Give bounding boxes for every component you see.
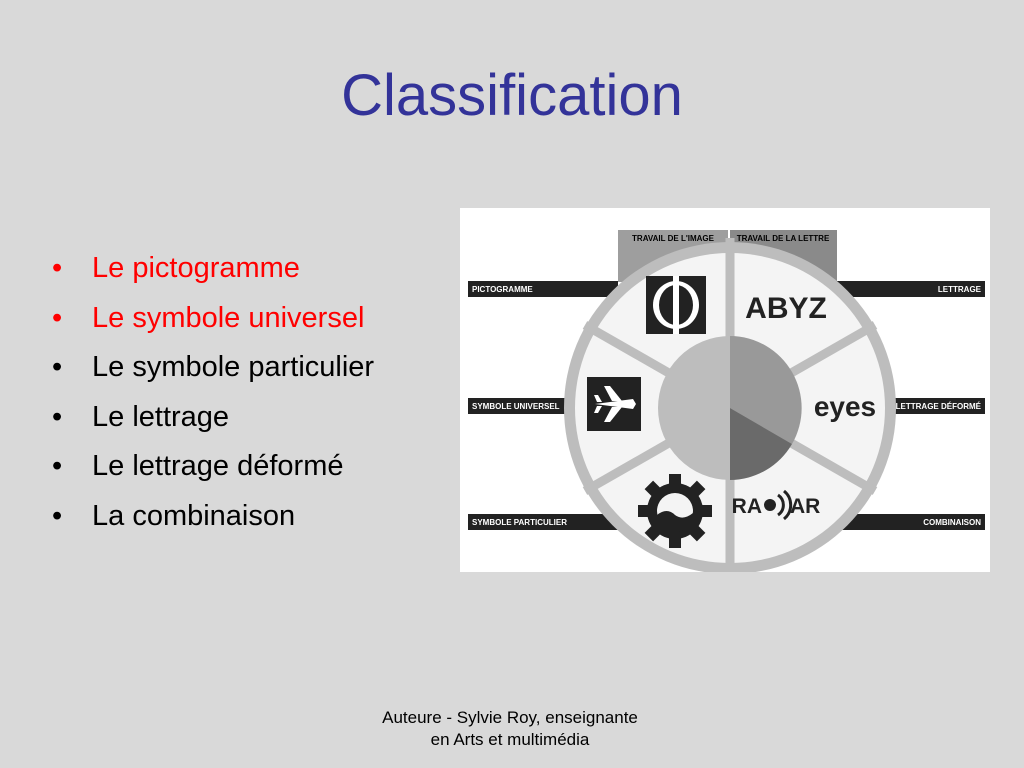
- bar-pictogramme: [468, 281, 618, 297]
- bullet-dot: •: [52, 499, 63, 532]
- footer-credit: Auteure - Sylvie Roy, enseignante en Art…: [340, 707, 680, 751]
- bar-symbole-universel: [468, 398, 580, 414]
- bullet-item: • Le pictogramme: [52, 244, 374, 294]
- label-pictogramme: PICTOGRAMME: [472, 285, 533, 294]
- bullet-dot: •: [52, 351, 63, 383]
- bullet-item: • Le symbole particulier: [52, 343, 374, 393]
- deformed-word: eyes: [814, 391, 876, 422]
- pictogram-icon: [646, 276, 706, 334]
- hub-right-bottom: [730, 408, 792, 480]
- bullet-item: • Le lettrage: [52, 393, 374, 443]
- bullet-text: Le symbole universel: [92, 301, 365, 334]
- label-lettrage: LETTRAGE: [938, 285, 982, 294]
- bullet-dot: •: [52, 252, 63, 284]
- header-left-text: TRAVAIL DE L'IMAGE: [632, 234, 715, 243]
- label-symbole-particulier: SYMBOLE PARTICULIER: [472, 518, 567, 527]
- hub-left: [658, 336, 730, 480]
- bullet-text: Le lettrage déformé: [92, 450, 344, 482]
- combo-left: RA: [732, 495, 762, 518]
- bullet-dot: •: [52, 400, 63, 433]
- slide-title: Classification: [341, 63, 683, 128]
- radar-icon: RA AR: [732, 489, 820, 521]
- bullet-text: Le symbole particulier: [92, 351, 375, 383]
- bullet-text: La combinaison: [92, 499, 296, 532]
- footer-line-2: en Arts et multimédia: [430, 730, 590, 749]
- bullet-text: Le pictogramme: [92, 252, 300, 284]
- bullet-item: • Le symbole universel: [52, 294, 374, 344]
- label-combinaison: COMBINAISON: [923, 518, 981, 527]
- bar-symbole-particulier: [468, 514, 628, 530]
- label-lettrage-deforme: LETTRAGE DÉFORMÉ: [896, 402, 982, 411]
- hub-right-top: [730, 336, 802, 444]
- bullet-item: • La combinaison: [52, 492, 374, 542]
- gear-icon: [638, 474, 712, 548]
- bar-lettrage: [835, 281, 985, 297]
- airplane-icon: [587, 377, 641, 431]
- classification-diagram: TRAVAIL DE L'IMAGE TRAVAIL DE LA LETTRE …: [460, 208, 990, 572]
- footer-line-1: Auteure - Sylvie Roy, enseignante: [382, 708, 638, 727]
- bar-lettrage-deforme: [870, 398, 985, 414]
- bullet-list: • Le pictogramme • Le symbole universel • Le …: [52, 244, 374, 541]
- combo-right: AR: [790, 495, 820, 518]
- bar-combinaison: [828, 514, 985, 530]
- bullet-dot: •: [52, 301, 63, 334]
- bullet-dot: •: [52, 450, 63, 482]
- bullet-item: • Le lettrage déformé: [52, 442, 374, 492]
- lettrage-word: ABYZ: [745, 292, 827, 325]
- label-symbole-universel: SYMBOLE UNIVERSEL: [472, 402, 560, 411]
- bullet-text: Le lettrage: [92, 400, 230, 433]
- header-right-text: TRAVAIL DE LA LETTRE: [737, 234, 830, 243]
